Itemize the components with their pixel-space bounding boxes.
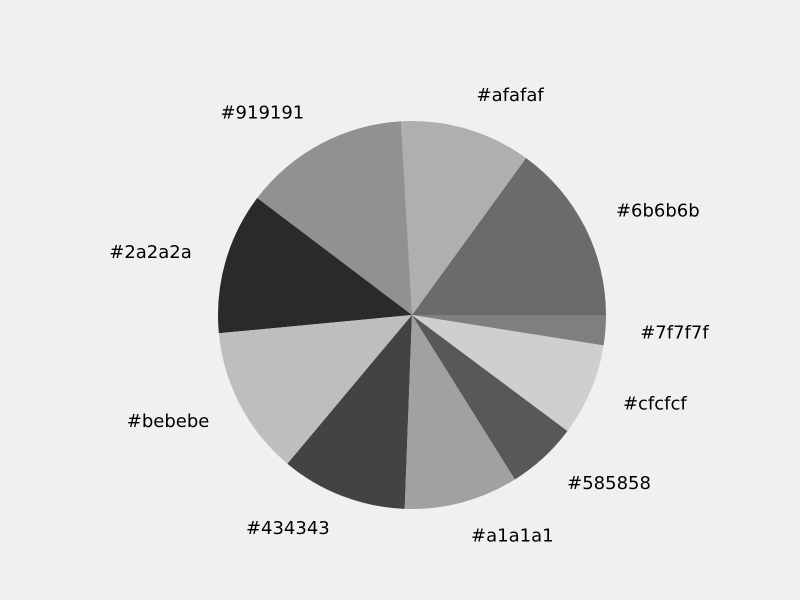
slice-label: #a1a1a1 xyxy=(471,526,554,547)
slice-label: #7f7f7f xyxy=(640,322,709,343)
slice-label: #cfcfcf xyxy=(623,393,687,414)
slice-label: #bebebe xyxy=(127,411,210,432)
pie-slice xyxy=(218,315,412,464)
slice-label: #919191 xyxy=(220,103,304,124)
pie-slice xyxy=(217,198,412,334)
slice-label: #6b6b6b xyxy=(616,201,700,222)
pie-slice xyxy=(287,315,412,509)
pie-slice xyxy=(401,121,527,315)
slice-label: #2a2a2a xyxy=(109,242,192,263)
pie-labels: #6b6b6b #afafaf #919191 #2a2a2a #bebebe #4343… xyxy=(109,85,709,547)
pie-slice xyxy=(412,315,606,346)
pie-slices xyxy=(217,121,606,509)
pie-slice xyxy=(412,315,604,431)
slice-label: #585858 xyxy=(567,473,651,494)
pie-slice xyxy=(412,315,568,480)
slice-label: #434343 xyxy=(246,518,330,539)
slice-label: #afafaf xyxy=(477,85,545,106)
pie-slice xyxy=(257,121,412,315)
pie-slice xyxy=(412,158,606,315)
pie-slice xyxy=(404,315,515,509)
